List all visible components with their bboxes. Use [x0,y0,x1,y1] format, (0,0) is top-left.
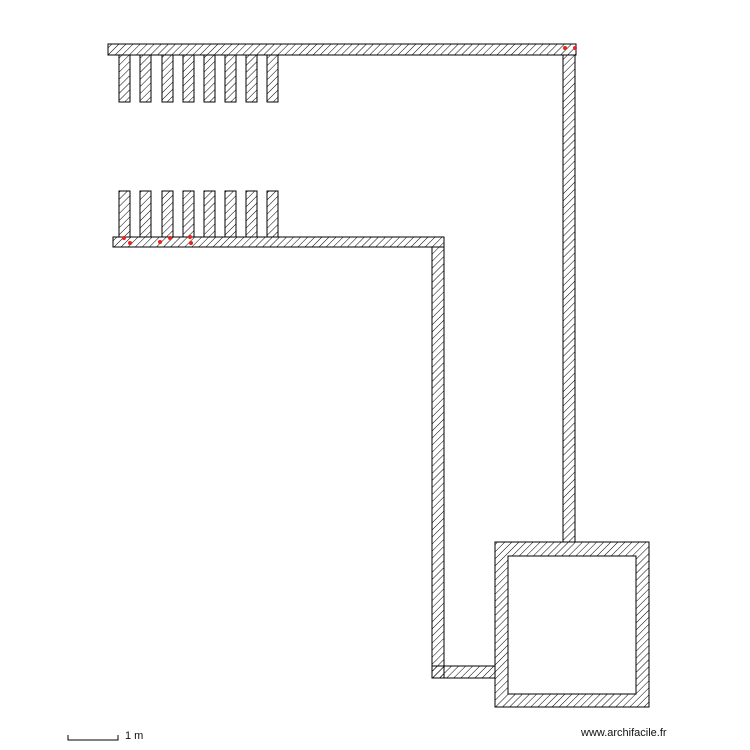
middle-comb-tooth-8 [266,190,279,238]
middle-comb-tooth-7 [245,190,258,238]
site-credit: www.archifacile.fr [581,727,667,739]
room-walls [494,541,650,708]
marker-dot [189,241,193,245]
marker-dot [158,240,162,244]
marker-dot [122,236,126,240]
middle-comb-tooth-4 [182,190,195,238]
marker-dot [563,46,567,50]
middle-comb-tooth-6 [224,190,237,238]
upper-comb-tooth-4 [182,54,195,103]
upper-comb-tooth-8 [266,54,279,103]
middle-wall-group [112,190,496,679]
upper-wall-group [107,43,577,543]
scale-bar-line [67,735,119,741]
marker-dot [573,46,577,50]
middle-vertical-wall [431,246,445,679]
middle-horizontal-wall [112,236,445,248]
scale-bar [67,735,119,741]
marker-group [122,46,577,245]
upper-comb-tooth-3 [161,54,174,103]
marker-dot [128,241,132,245]
upper-horizontal-wall [107,43,577,56]
middle-comb-tooth-3 [161,190,174,238]
marker-dot [188,235,192,239]
right-vertical-wall [562,54,576,543]
middle-comb-tooth-1 [118,190,131,238]
scale-label: 1 m [125,730,144,742]
middle-comb-tooth-2 [139,190,152,238]
upper-comb-tooth-5 [203,54,216,103]
upper-comb-tooth-2 [139,54,152,103]
room-box [494,541,650,708]
upper-comb-tooth-1 [118,54,131,103]
middle-comb-tooth-5 [203,190,216,238]
marker-dot [168,236,172,240]
bottom-connector-wall [431,665,496,679]
upper-comb-tooth-7 [245,54,258,103]
upper-comb-tooth-6 [224,54,237,103]
